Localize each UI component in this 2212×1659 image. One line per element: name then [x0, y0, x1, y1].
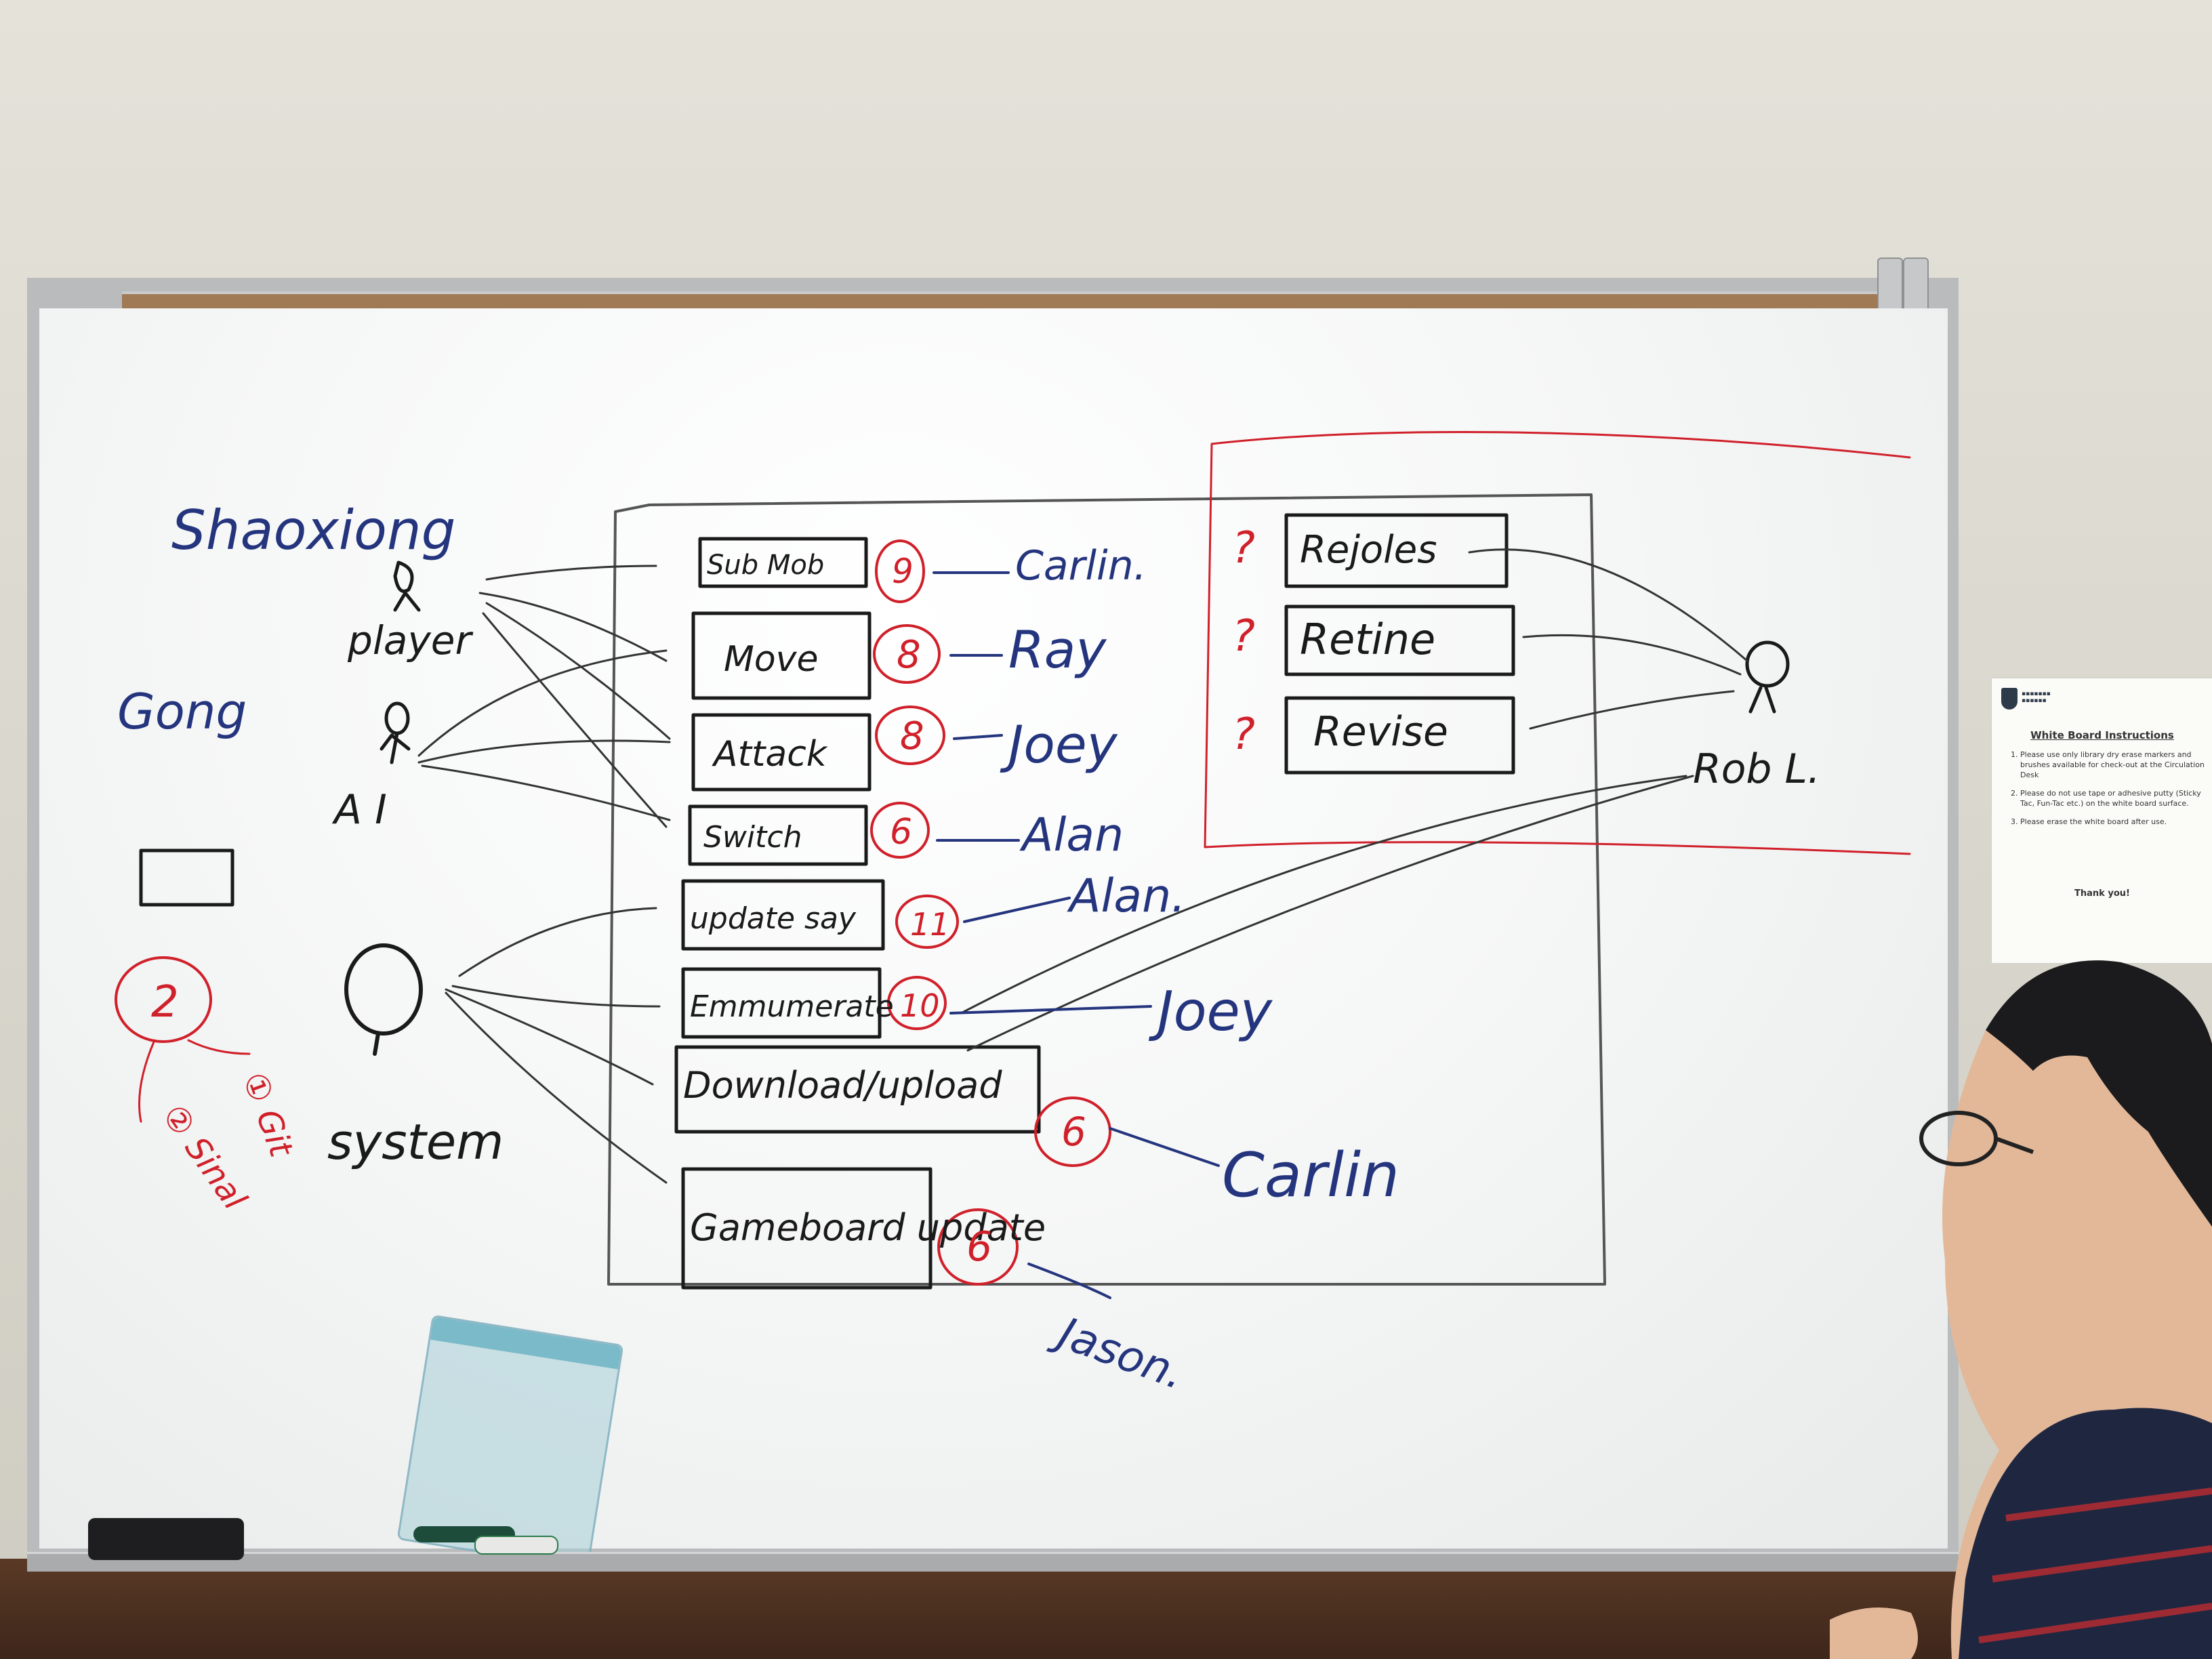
- owner-name: Carlin: [1222, 1140, 1399, 1211]
- estimate-value: 8: [900, 714, 924, 758]
- requirement-box: [1284, 605, 1515, 676]
- whiteboard-drawing: Shaoxiong Gong player A I system Rob L. …: [115, 431, 1911, 1400]
- requirement-question-mark: ?: [1232, 523, 1255, 573]
- estimate-value: 11: [910, 906, 950, 943]
- estimate-circles: [115, 539, 1111, 1286]
- requirement-label: Rejoles: [1300, 528, 1437, 572]
- marker-tray: [27, 1552, 1959, 1572]
- ai-label: A I: [331, 786, 387, 834]
- stakeholder-label: Rob L.: [1693, 745, 1820, 793]
- ai-actor-icon: [380, 701, 411, 764]
- notice-title: White Board Instructions: [2030, 729, 2174, 741]
- notice-list: Please use only library dry erase marker…: [2005, 750, 2212, 835]
- use-case-label: Emmumerate: [690, 989, 894, 1024]
- requirements-boundary: [1204, 431, 1911, 855]
- use-case-box: [688, 804, 868, 866]
- owner-name: Alan.: [1067, 869, 1186, 923]
- notice-item: Please do not use tape or adhesive putty…: [2020, 788, 2212, 808]
- player-actor-icon: [393, 560, 421, 612]
- use-case-label: Download/upload: [683, 1064, 1002, 1107]
- owner-name: Jason.: [1045, 1306, 1191, 1400]
- estimate-value: 8: [897, 633, 921, 677]
- estimate-value: 6: [966, 1223, 992, 1271]
- legend-item: ② Sinal: [155, 1098, 254, 1217]
- requirement-label: Retine: [1300, 615, 1435, 664]
- legend-connectors: [138, 1039, 251, 1123]
- eraser: [88, 1518, 244, 1560]
- actor-associations: [417, 548, 1748, 1184]
- use-case-box: [681, 967, 882, 1039]
- use-case-label: Switch: [703, 820, 802, 855]
- legend-count: 2: [151, 977, 179, 1027]
- university-logo-icon: ▪▪▪▪▪▪▪▪▪▪▪▪▪: [2001, 688, 2083, 712]
- estimate-value: 6: [1061, 1109, 1086, 1155]
- use-case-label: Gameboard update: [690, 1206, 1046, 1249]
- system-label: system: [327, 1113, 504, 1170]
- use-case-label: Sub Mob: [707, 550, 824, 581]
- estimate-value: 6: [890, 812, 912, 853]
- owner-arrows: [933, 571, 1220, 1299]
- legend-item: ① Git: [235, 1067, 301, 1163]
- legend-rectangle: [139, 848, 234, 907]
- marker: [474, 1536, 558, 1555]
- use-case-label: update say: [690, 901, 857, 936]
- estimate-value: 9: [892, 552, 914, 591]
- use-case-label: Attack: [712, 734, 828, 775]
- use-case-box: [681, 1167, 933, 1290]
- stakeholder-actor-icon: [1745, 640, 1790, 714]
- actor-name-gong: Gong: [117, 683, 247, 740]
- use-case-box: [691, 713, 872, 792]
- owner-name: Joey: [1148, 980, 1273, 1043]
- notice-thanks: Thank you!: [2074, 888, 2130, 899]
- owner-name: Joey: [1000, 714, 1118, 775]
- use-case-box: [681, 879, 885, 951]
- notice-item: Please erase the white board after use.: [2020, 817, 2212, 827]
- use-case-box: [698, 537, 868, 588]
- use-case-label: Move: [724, 639, 818, 680]
- requirement-box: [1284, 696, 1515, 775]
- estimate-value: 10: [900, 987, 940, 1024]
- requirement-box: [1284, 513, 1509, 588]
- requirement-question-mark: ?: [1232, 710, 1255, 760]
- use-case-box: [691, 611, 872, 700]
- whiteboard-instructions-notice: ▪▪▪▪▪▪▪▪▪▪▪▪▪ White Board Instructions P…: [1991, 678, 2212, 964]
- owner-name: Carlin.: [1015, 542, 1147, 590]
- actor-name-shaoxiong: Shaoxiong: [171, 499, 455, 562]
- player-label: player: [347, 617, 473, 663]
- requirement-question-mark: ?: [1232, 611, 1255, 661]
- person-silhouette: [1830, 960, 2212, 1659]
- whiteboard: Shaoxiong Gong player A I system Rob L. …: [39, 308, 1948, 1549]
- owner-name: Alan: [1019, 808, 1124, 862]
- system-boundary: [607, 493, 1606, 1286]
- requirement-label: Revise: [1313, 708, 1448, 756]
- notice-item: Please use only library dry erase marker…: [2020, 750, 2212, 780]
- system-actor-icon: [344, 943, 423, 1056]
- owner-name: Ray: [1008, 619, 1107, 680]
- use-case-box: [674, 1045, 1041, 1134]
